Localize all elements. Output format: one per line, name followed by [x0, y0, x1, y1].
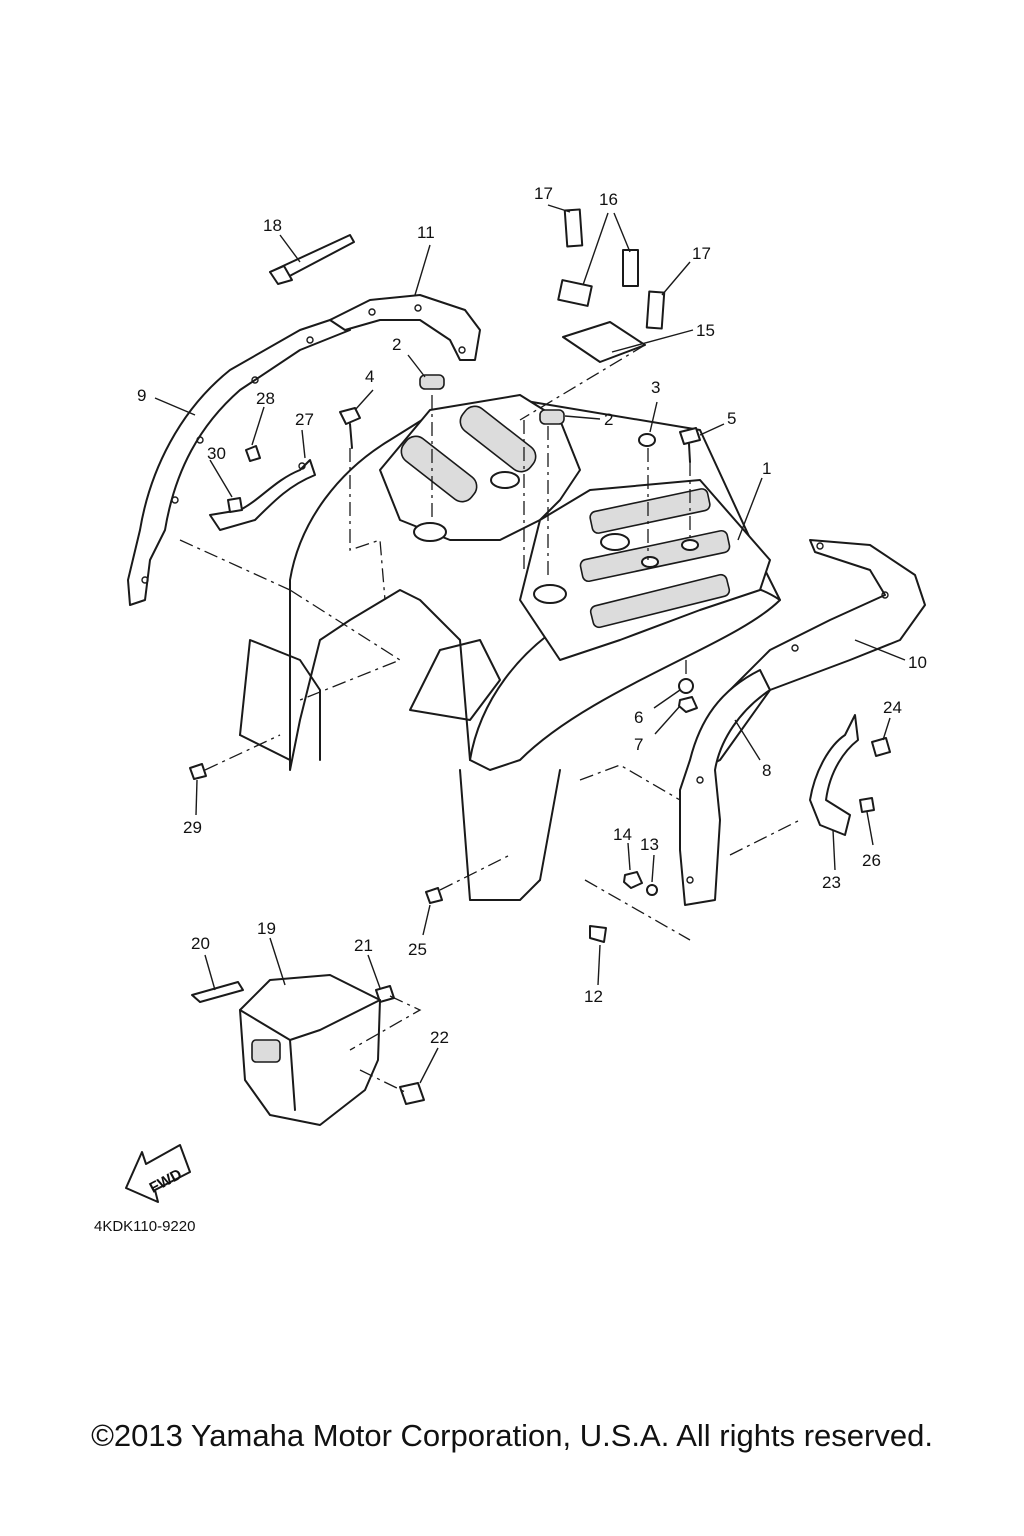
pad-2-left	[419, 374, 445, 390]
callout-26: 26	[862, 851, 881, 870]
rack-hole-a	[641, 556, 659, 568]
rack-grommet-right	[533, 584, 567, 604]
copyright-notice: ©2013 Yamaha Motor Corporation, U.S.A. A…	[91, 1418, 933, 1453]
battery-band-20	[191, 981, 244, 1003]
diagram-code: 4KDK110-9220	[94, 1218, 195, 1235]
callout-21: 21	[354, 936, 373, 955]
label-15	[562, 321, 646, 363]
callout-5: 5	[727, 409, 736, 428]
screw-29	[189, 763, 207, 780]
callout-13: 13	[640, 835, 659, 854]
cap-3	[638, 433, 656, 447]
rack-pad-left-2	[459, 405, 537, 473]
left-fender-flap-9	[127, 314, 351, 606]
rack-grommet-left	[413, 522, 447, 542]
nut-22	[399, 1082, 425, 1105]
rack-pad-right-1	[589, 488, 711, 534]
bracket-23	[809, 714, 859, 836]
washer-13	[646, 884, 658, 896]
label-17b	[645, 290, 666, 330]
callout-16: 16	[599, 190, 618, 209]
callout-29: 29	[183, 818, 202, 837]
nut-26	[859, 797, 875, 813]
callout-1: 1	[762, 459, 771, 478]
rack-hole-b	[681, 539, 699, 551]
callout-11: 11	[417, 223, 435, 242]
callout-14: 14	[613, 825, 632, 844]
right-fender-flap-8	[679, 669, 771, 906]
rack-pad-left-1	[400, 435, 478, 503]
callout-18: 18	[263, 216, 282, 235]
callout-24: 24	[883, 698, 902, 717]
callout-19: 19	[257, 919, 276, 938]
callout-10: 10	[908, 653, 927, 672]
bolt-12	[589, 925, 607, 943]
carrier-rack	[379, 394, 771, 661]
rack-cap-right	[600, 533, 630, 551]
bolt-24	[871, 737, 891, 757]
callout-23: 23	[822, 873, 841, 892]
callout-25: 25	[408, 940, 427, 959]
label-17a	[563, 208, 584, 248]
callout-2-left: 2	[392, 335, 401, 354]
callout-6: 6	[634, 708, 643, 727]
nut-14	[623, 871, 643, 889]
assembly-lines	[179, 344, 801, 1093]
callout-15: 15	[696, 321, 715, 340]
washer-6	[678, 678, 694, 694]
callout-2-right: 2	[604, 410, 613, 429]
bracket-27	[209, 459, 316, 531]
battery-box-window	[251, 1039, 281, 1063]
rack-cap-left	[490, 471, 520, 489]
label-16b	[622, 249, 639, 287]
bolt-28	[245, 445, 261, 462]
callout-22: 22	[430, 1028, 449, 1047]
label-16a	[557, 279, 593, 307]
callout-3: 3	[651, 378, 660, 397]
callout-7: 7	[634, 735, 643, 754]
screw-25	[425, 887, 443, 904]
leader-lines	[154, 204, 906, 1084]
callout-30: 30	[207, 444, 226, 463]
callout-8: 8	[762, 761, 771, 780]
strap-18	[269, 234, 355, 285]
callout-20: 20	[191, 934, 210, 953]
nut-30	[227, 497, 243, 513]
pad-2-right	[539, 409, 565, 425]
callout-4: 4	[365, 367, 374, 386]
nut-7	[678, 696, 698, 713]
left-fender-flap-11	[329, 294, 481, 361]
labels-15-17	[557, 208, 666, 363]
callouts: 1 2 2 3 4 5 6 7 8 9 10 11 12 13 14 15 16…	[137, 184, 927, 1047]
callout-28: 28	[256, 389, 275, 408]
callout-17-left: 17	[534, 184, 553, 203]
callout-17-right: 17	[692, 244, 711, 263]
battery-box-19	[239, 974, 381, 1126]
fwd-arrow-icon: FWD	[125, 1144, 191, 1203]
callout-27: 27	[295, 410, 314, 429]
rack-pad-right-3	[589, 573, 731, 629]
bolt-5	[679, 427, 701, 463]
callout-12: 12	[584, 987, 603, 1006]
bolt-4	[339, 407, 361, 449]
callout-9: 9	[137, 386, 146, 405]
